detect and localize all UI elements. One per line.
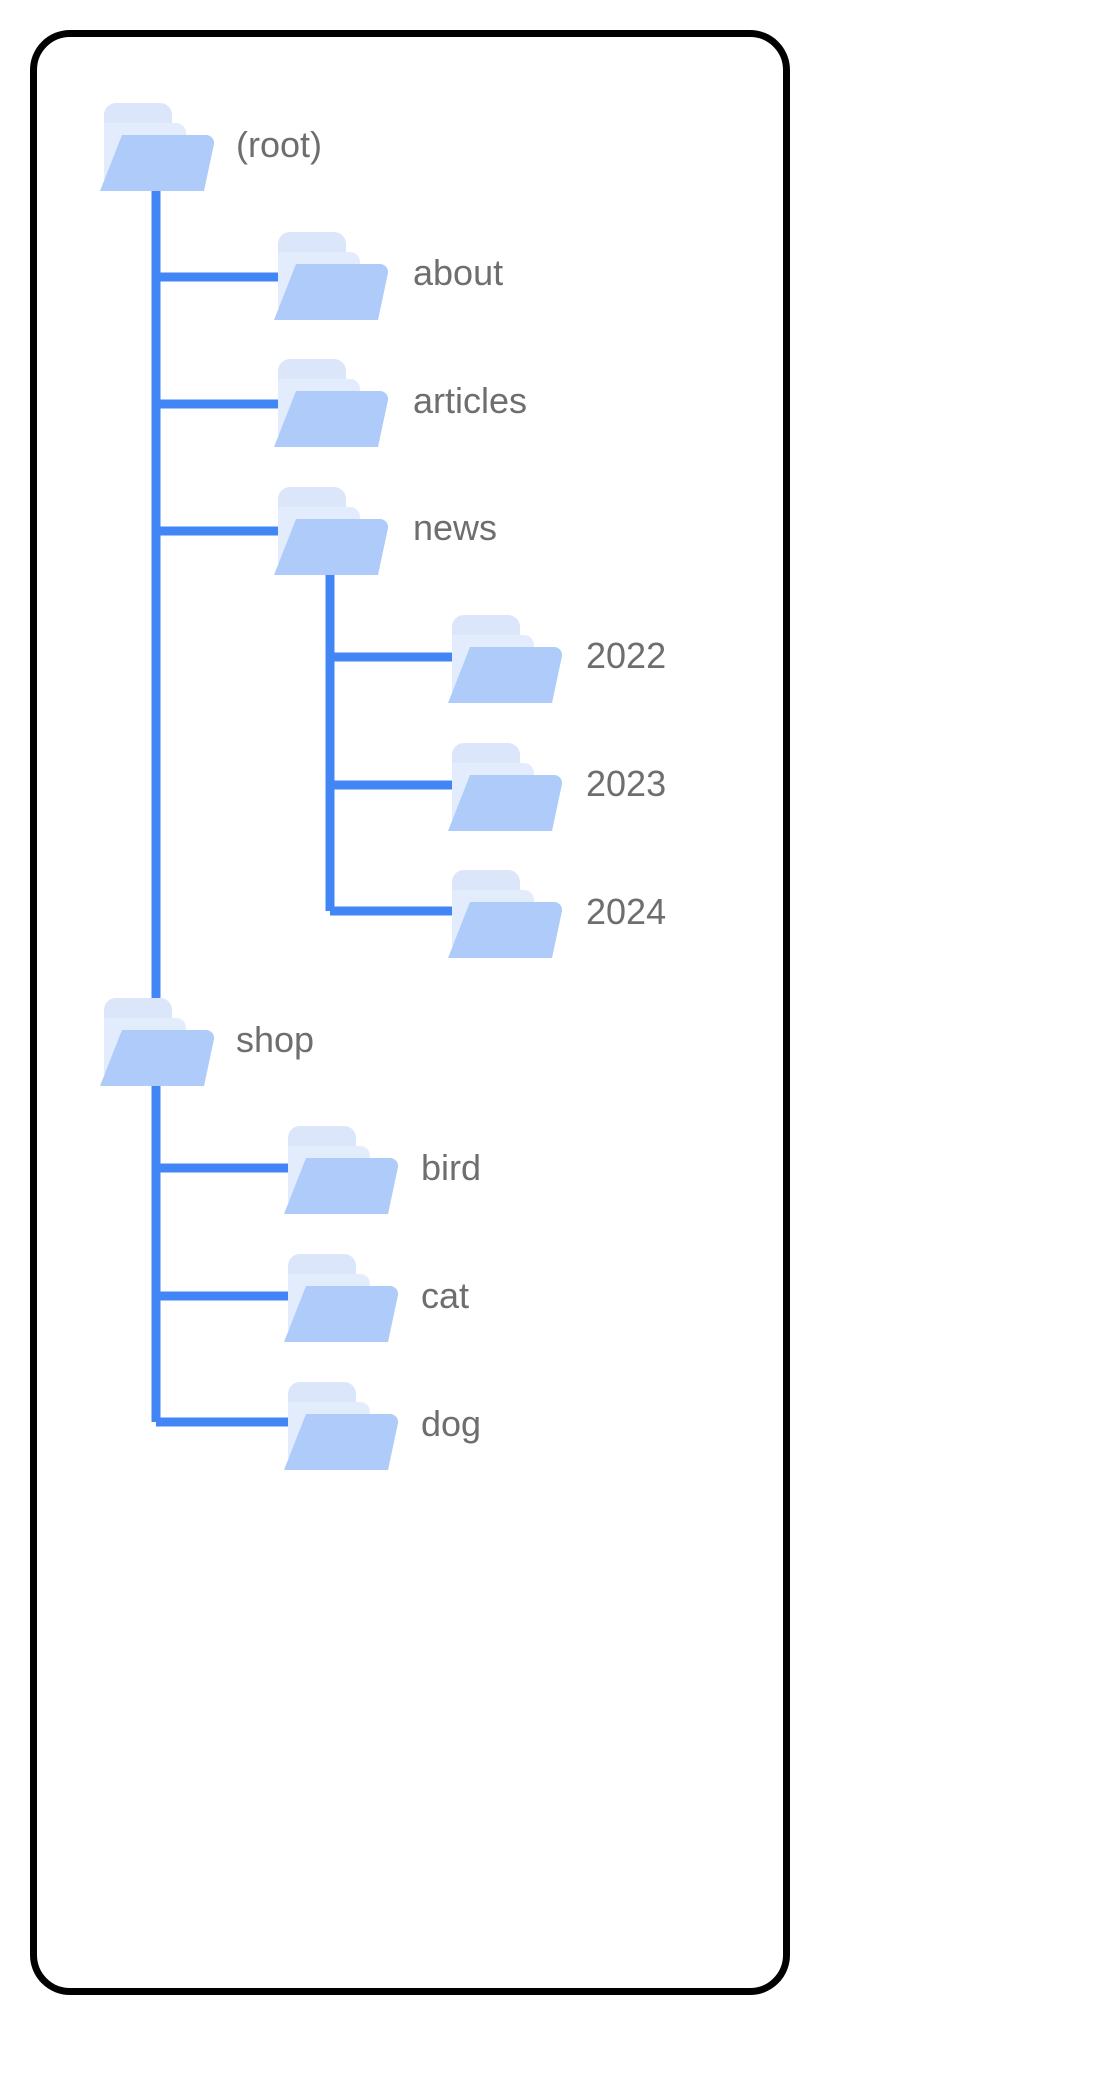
node-label-news-2022: 2022 <box>586 635 666 676</box>
folder-icon-news-2023[interactable] <box>448 743 563 831</box>
folder-front-sheet <box>284 1157 399 1214</box>
folder-front-sheet <box>448 901 563 958</box>
node-label-about: about <box>413 252 503 293</box>
folder-front-sheet <box>100 134 215 191</box>
folder-icon-root[interactable] <box>100 103 215 191</box>
folder-front-sheet <box>284 1285 399 1342</box>
connectors <box>151 178 458 1427</box>
folder-front-sheet <box>274 518 389 575</box>
folder-icon-shop[interactable] <box>100 998 215 1086</box>
folder-front-sheet <box>274 263 389 320</box>
node-label-shop-bird: bird <box>421 1147 481 1188</box>
node-label-shop-dog: dog <box>421 1403 481 1444</box>
node-label-news: news <box>413 507 497 548</box>
node-label-news-2023: 2023 <box>586 763 666 804</box>
folder-front-sheet <box>100 1029 215 1086</box>
node-label-shop: shop <box>236 1019 314 1060</box>
folder-icon-news-2022[interactable] <box>448 615 563 703</box>
node-label-articles: articles <box>413 380 527 421</box>
folder-front-sheet <box>284 1413 399 1470</box>
node-label-root: (root) <box>236 124 322 165</box>
folder-icon-shop-bird[interactable] <box>284 1126 399 1214</box>
node-label-shop-cat: cat <box>421 1275 469 1316</box>
node-label-news-2024: 2024 <box>586 891 666 932</box>
folder-icon-shop-dog[interactable] <box>284 1382 399 1470</box>
folder-icon-shop-cat[interactable] <box>284 1254 399 1342</box>
tree-nodes: (root) about articles news 2022 2023 2024 shop b… <box>100 103 666 1470</box>
folder-front-sheet <box>274 390 389 447</box>
folder-icon-news-2024[interactable] <box>448 870 563 958</box>
folder-front-sheet <box>448 646 563 703</box>
folder-icon-about[interactable] <box>274 232 389 320</box>
folder-icon-news[interactable] <box>274 487 389 575</box>
folder-icon-articles[interactable] <box>274 359 389 447</box>
folder-front-sheet <box>448 774 563 831</box>
